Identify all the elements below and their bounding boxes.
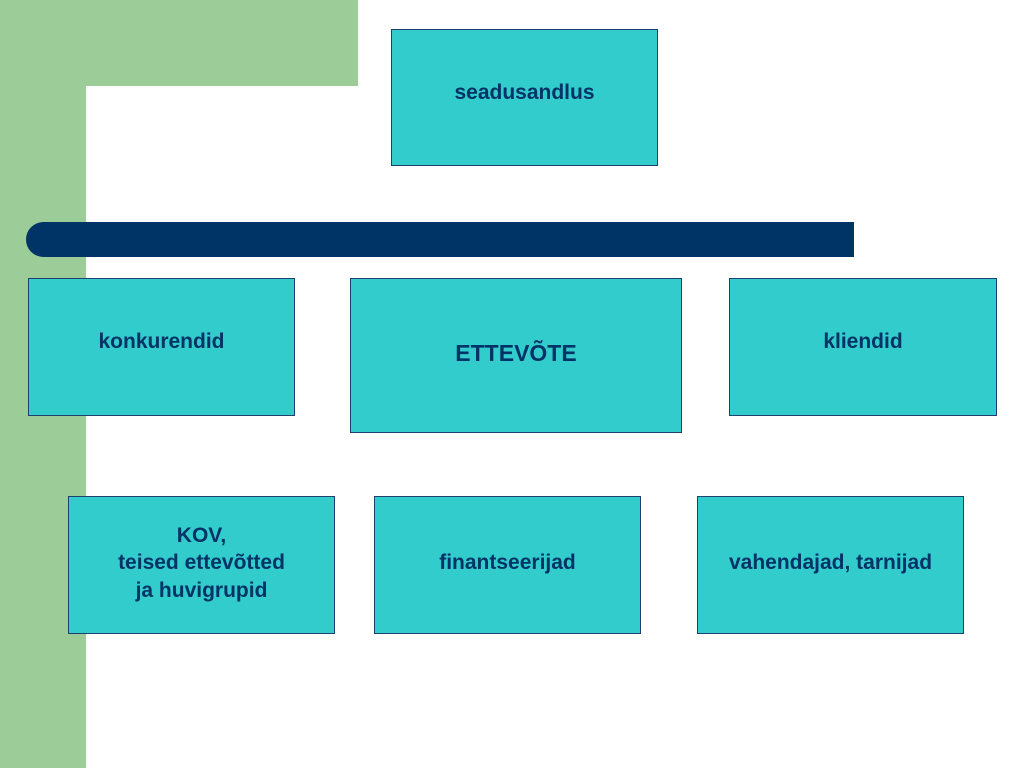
node-label: ETTEVÕTE xyxy=(455,339,577,366)
node-kliendid: kliendid xyxy=(729,278,997,416)
node-finantseerijad: finantseerijad xyxy=(374,496,641,634)
decorative-green-header-block xyxy=(0,0,358,86)
node-label: finantseerijad xyxy=(439,551,576,575)
node-konkurendid: konkurendid xyxy=(28,278,295,416)
node-ettevote: ETTEVÕTE xyxy=(350,278,682,433)
node-vahendajad-tarnijad: vahendajad, tarnijad xyxy=(697,496,964,634)
decorative-navy-divider-bar xyxy=(26,222,854,257)
node-kov: KOV, teised ettevõtted ja huvigrupid xyxy=(68,496,335,634)
node-label: konkurendid xyxy=(98,330,225,354)
decorative-rounded-corner xyxy=(86,86,146,146)
node-label: seadusandlus xyxy=(454,80,595,104)
node-label: kliendid xyxy=(823,330,903,354)
node-label: vahendajad, tarnijad xyxy=(728,551,933,575)
node-seadusandlus: seadusandlus xyxy=(391,29,658,166)
node-label: KOV, teised ettevõtted ja huvigrupid xyxy=(118,524,285,602)
